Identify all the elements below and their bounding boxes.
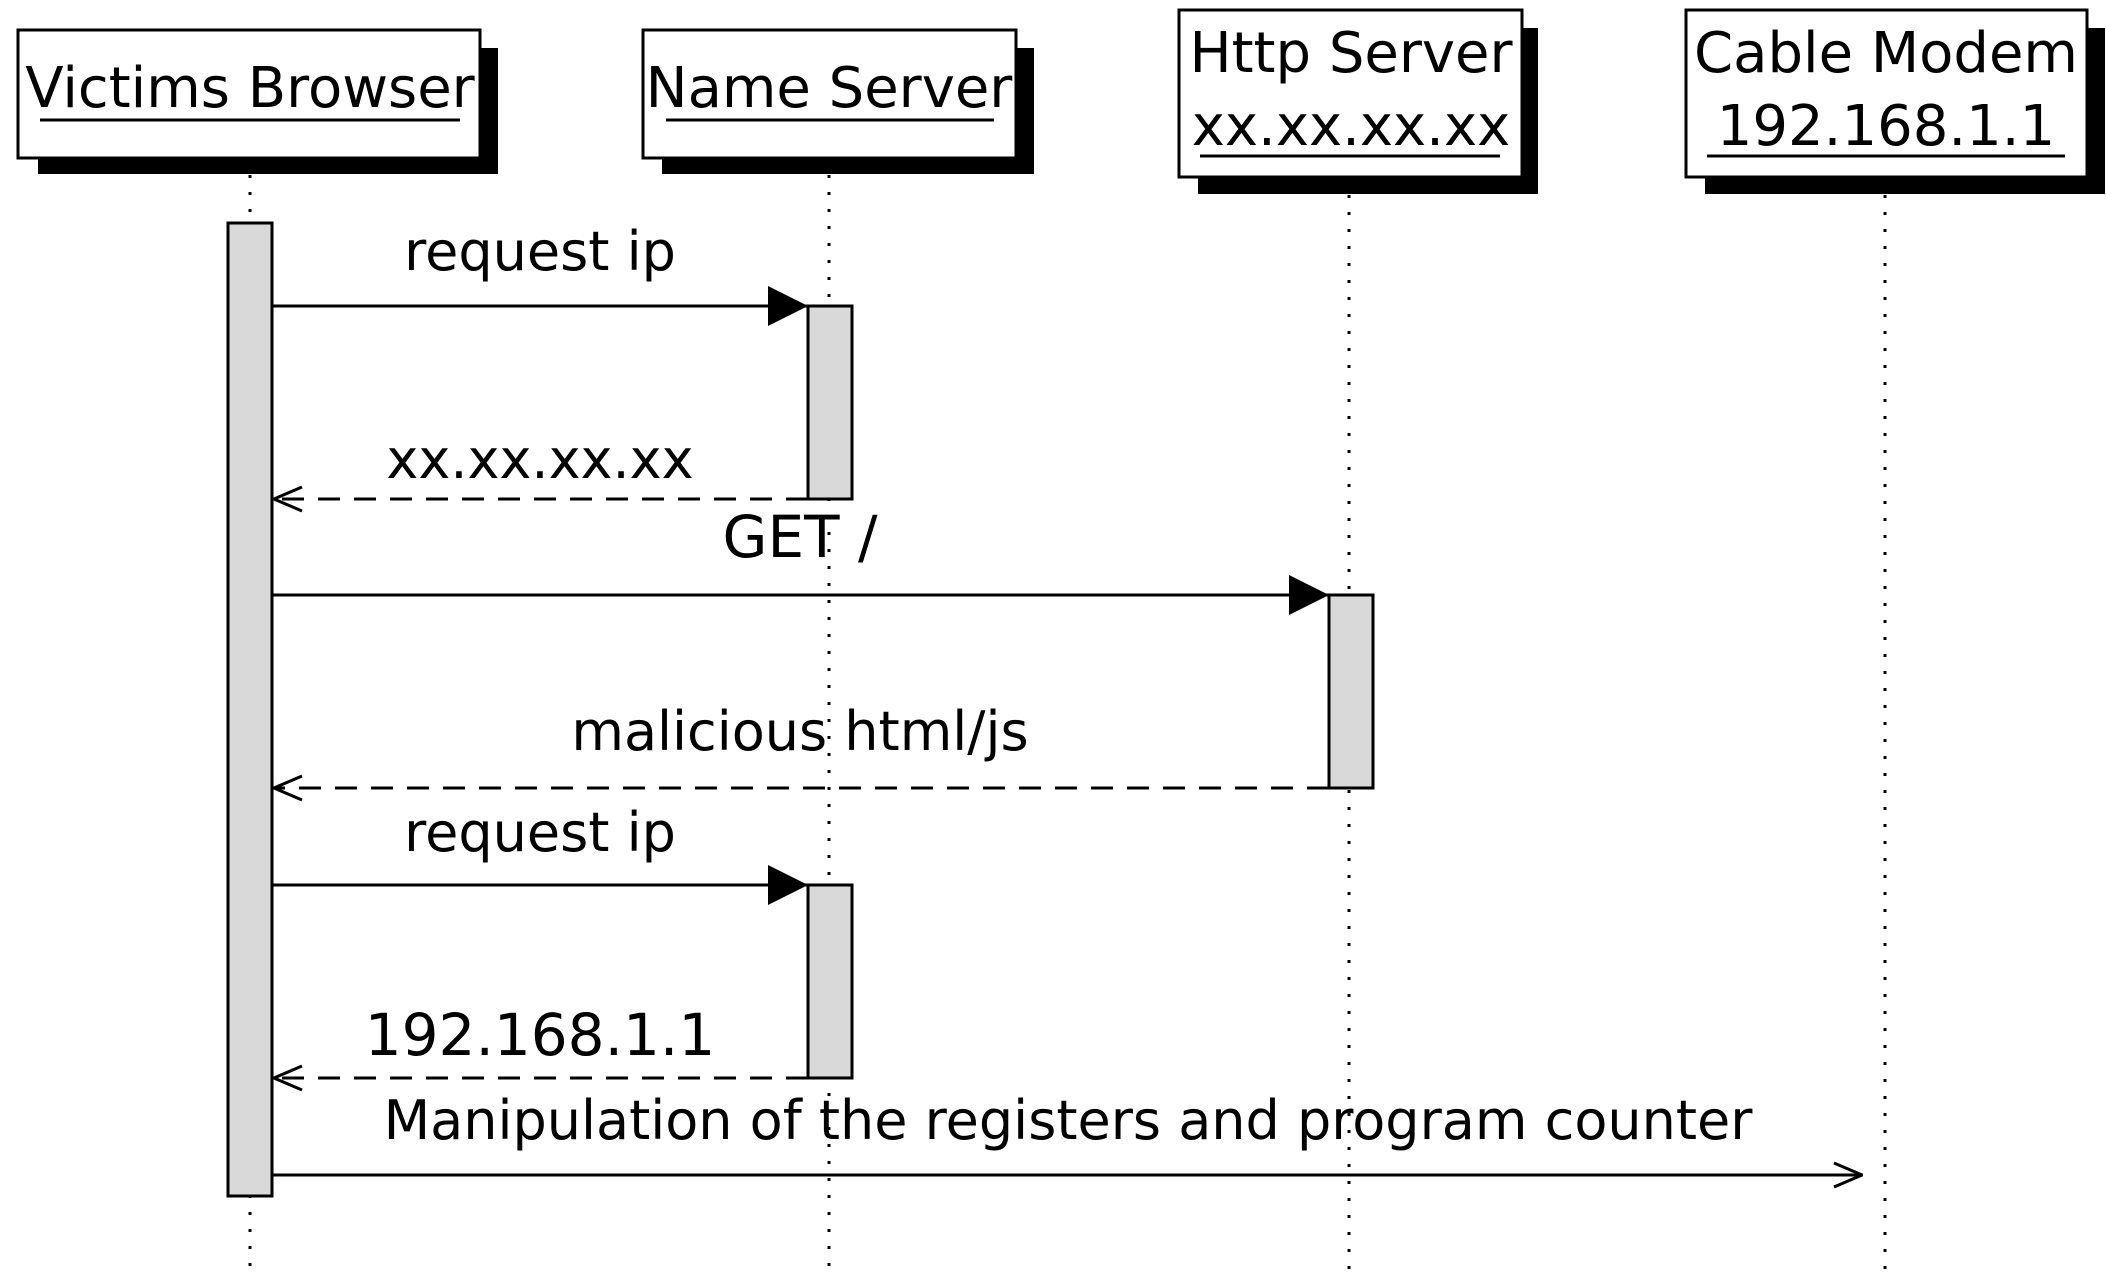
messages: request ip xx.xx.xx.xx GET / malicious h… bbox=[272, 220, 1862, 1175]
participant-address: 192.168.1.1 bbox=[1717, 94, 2055, 159]
activation-http-server bbox=[1327, 593, 1375, 790]
participant-victims-browser: Victims Browser bbox=[16, 28, 498, 174]
message-label: xx.xx.xx.xx bbox=[386, 428, 693, 491]
participant-address: xx.xx.xx.xx bbox=[1192, 94, 1511, 159]
participant-name: Cable Modem bbox=[1694, 21, 2078, 86]
participant-http-server: Http Server xx.xx.xx.xx bbox=[1177, 8, 1538, 194]
message-label: 192.168.1.1 bbox=[365, 1001, 716, 1069]
message-label: GET / bbox=[723, 503, 878, 571]
message-label: Manipulation of the registers and progra… bbox=[384, 1089, 1754, 1152]
message-label: request ip bbox=[404, 220, 676, 283]
activation-victims-browser bbox=[226, 221, 274, 1198]
participant-name-server: Name Server bbox=[641, 28, 1034, 174]
participant-cable-modem: Cable Modem 192.168.1.1 bbox=[1684, 8, 2105, 194]
activations bbox=[226, 221, 1375, 1198]
activation-name-server-2 bbox=[806, 883, 854, 1080]
participant-name: Http Server bbox=[1189, 21, 1513, 86]
activation-name-server-1 bbox=[806, 304, 854, 501]
participant-name: Name Server bbox=[646, 56, 1014, 121]
message-label: malicious html/js bbox=[571, 700, 1028, 763]
participant-name: Victims Browser bbox=[25, 56, 475, 121]
message-label: request ip bbox=[404, 801, 676, 864]
